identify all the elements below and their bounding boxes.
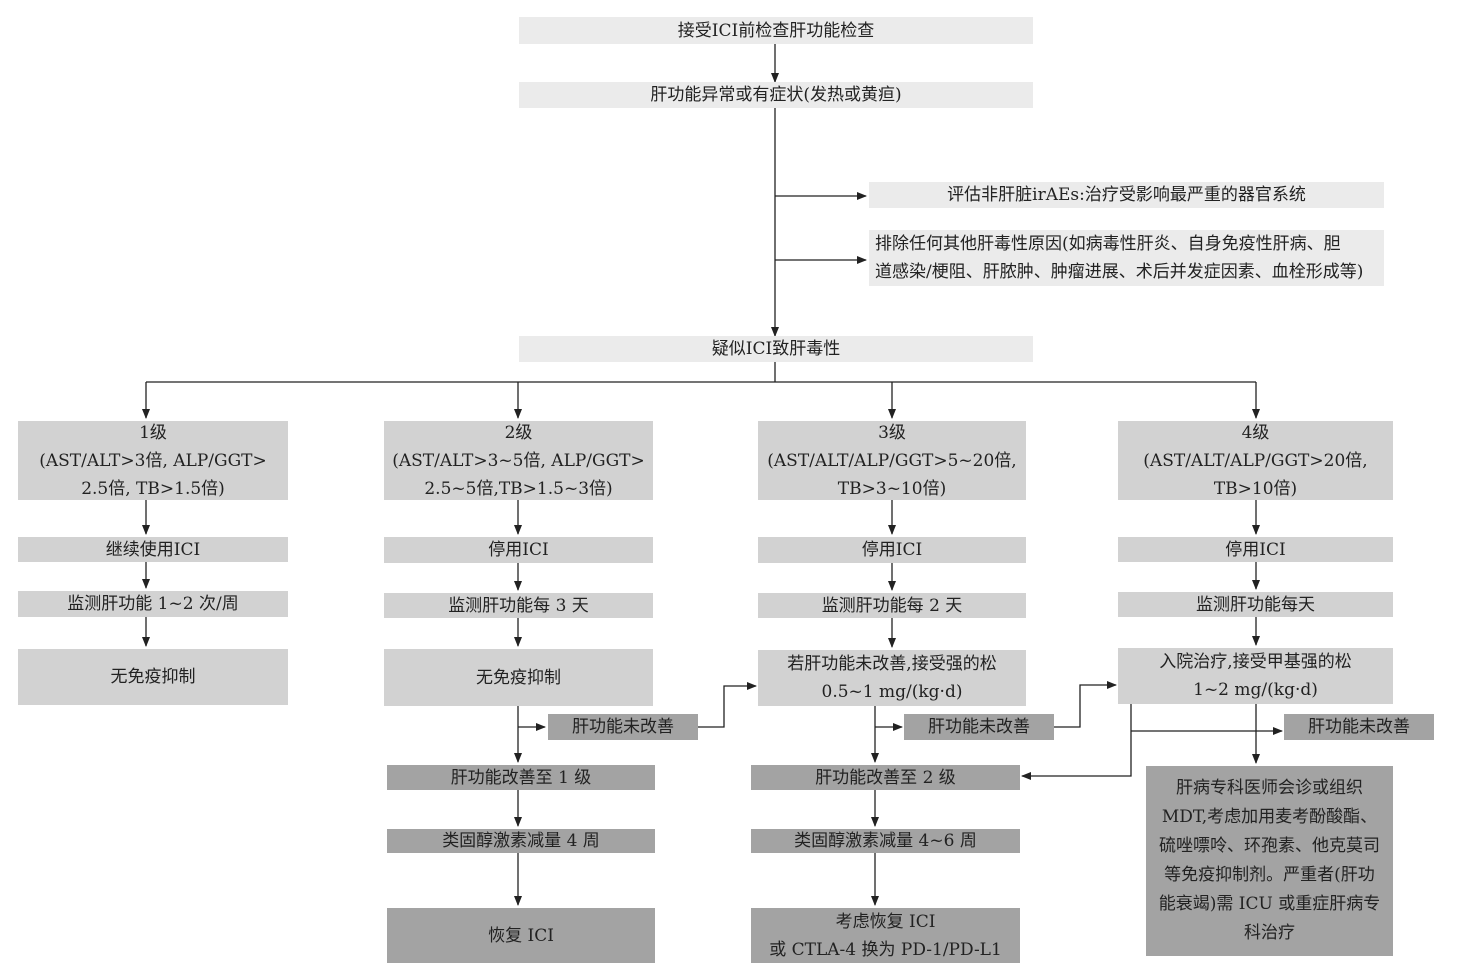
g2-resume-box: 恢复 ICI xyxy=(387,908,655,963)
g1-monitor-box: 监测肝功能 1~2 次/周 xyxy=(18,591,288,617)
abnormal-text: 肝功能异常或有症状(发热或黄疸) xyxy=(650,85,902,105)
g3-steroid-line1: 若肝功能未改善,接受强的松 xyxy=(787,654,997,674)
g2-action: 停用ICI xyxy=(488,540,549,560)
g2-immuno-box: 无免疫抑制 xyxy=(384,649,653,706)
g2-taper-box: 类固醇激素减量 4 周 xyxy=(387,829,655,853)
g2-title: 2级 xyxy=(504,422,533,443)
g4-criteria-box: 4级 (AST/ALT/ALP/GGT>20倍, TB>10倍) xyxy=(1118,421,1393,500)
g4-monitor: 监测肝功能每天 xyxy=(1196,594,1315,615)
g4-mdt-line3: 硫唑嘌呤、环孢素、他克莫司 xyxy=(1159,836,1380,856)
exclude-box: 排除任何其他肝毒性原因(如病毒性肝炎、自身免疫性肝病、胆 道感染/梗阻、肝脓肿、… xyxy=(869,230,1384,286)
g2-criteria-line2: 2.5~5倍,TB>1.5~3倍) xyxy=(424,478,613,499)
g2-criteria-line1: (AST/ALT>3~5倍, ALP/GGT> xyxy=(392,450,645,471)
g4-criteria-line2: TB>10倍) xyxy=(1213,478,1298,499)
g2-improved: 肝功能改善至 1 级 xyxy=(450,767,592,788)
g3-monitor-box: 监测肝功能每 2 天 xyxy=(758,593,1026,618)
g4-mdt-box: 肝病专科医师会诊或组织 MDT,考虑加用麦考酚酸酯、 硫唑嘌呤、环孢素、他克莫司… xyxy=(1146,766,1393,956)
g2-immuno: 无免疫抑制 xyxy=(476,667,561,688)
assess-text: 评估非肝脏irAEs:治疗受影响最严重的器官系统 xyxy=(947,185,1306,205)
g3-improved: 肝功能改善至 2 级 xyxy=(815,767,956,788)
g4-mdt-line5: 能衰竭)需 ICU 或重症肝病专 xyxy=(1158,894,1381,914)
g2-taper: 类固醇激素减量 4 周 xyxy=(442,831,600,851)
g3-action-box: 停用ICI xyxy=(758,537,1026,563)
g3-criteria-box: 3级 (AST/ALT/ALP/GGT>5~20倍, TB>3~10倍) xyxy=(758,421,1026,500)
g2-not-improved-box: 肝功能未改善 xyxy=(548,714,698,740)
g2-resume: 恢复 ICI xyxy=(488,925,554,946)
exclude-text-line2: 道感染/梗阻、肝脓肿、肿瘤进展、术后并发症因素、血栓形成等) xyxy=(875,262,1364,282)
g2-not-improved: 肝功能未改善 xyxy=(572,717,674,737)
g3-criteria-line2: TB>3~10倍) xyxy=(837,478,947,499)
g4-monitor-box: 监测肝功能每天 xyxy=(1118,592,1393,617)
g4-mdt-line1: 肝病专科医师会诊或组织 xyxy=(1176,778,1363,798)
g1-criteria-line1: (AST/ALT>3倍, ALP/GGT> xyxy=(39,450,267,471)
g3-not-improved-box: 肝功能未改善 xyxy=(904,714,1054,740)
g2-criteria-box: 2级 (AST/ALT>3~5倍, ALP/GGT> 2.5~5倍,TB>1.5… xyxy=(384,421,653,500)
g4-mdt-line2: MDT,考虑加用麦考酚酸酯、 xyxy=(1161,807,1378,827)
g3-title: 3级 xyxy=(878,422,906,443)
suspect-box: 疑似ICI致肝毒性 xyxy=(519,336,1033,362)
g4-mdt-line6: 科治疗 xyxy=(1244,923,1295,943)
precheck-box: 接受ICI前检查肝功能检查 xyxy=(519,17,1033,44)
g3-resume-line2: 或 CTLA-4 换为 PD-1/PD-L1 xyxy=(769,939,1002,960)
g4-hospital-box: 入院治疗,接受甲基强的松 1~2 mg/(kg·d) xyxy=(1118,648,1393,704)
g1-monitor: 监测肝功能 1~2 次/周 xyxy=(67,594,239,614)
g3-not-improved: 肝功能未改善 xyxy=(928,717,1030,737)
exclude-text-line1: 排除任何其他肝毒性原因(如病毒性肝炎、自身免疫性肝病、胆 xyxy=(875,234,1341,254)
g1-criteria-line2: 2.5倍, TB>1.5倍) xyxy=(81,478,225,499)
g4-action-box: 停用ICI xyxy=(1118,537,1393,562)
g4-not-improved: 肝功能未改善 xyxy=(1308,717,1410,737)
g1-criteria-box: 1级 (AST/ALT>3倍, ALP/GGT> 2.5倍, TB>1.5倍) xyxy=(18,421,288,500)
g2-action-box: 停用ICI xyxy=(384,537,653,563)
precheck-text: 接受ICI前检查肝功能检查 xyxy=(677,20,875,41)
g4-criteria-line1: (AST/ALT/ALP/GGT>20倍, xyxy=(1143,450,1368,471)
g1-immuno: 无免疫抑制 xyxy=(110,667,196,687)
g3-criteria-line1: (AST/ALT/ALP/GGT>5~20倍, xyxy=(767,450,1017,471)
g2-monitor: 监测肝功能每 3 天 xyxy=(448,595,589,616)
assess-box: 评估非肝脏irAEs:治疗受影响最严重的器官系统 xyxy=(869,182,1384,208)
g2-monitor-box: 监测肝功能每 3 天 xyxy=(384,593,653,618)
g4-hospital-line2: 1~2 mg/(kg·d) xyxy=(1193,680,1318,700)
g3-taper: 类固醇激素减量 4~6 周 xyxy=(794,831,977,851)
g2-improved-box: 肝功能改善至 1 级 xyxy=(387,765,655,790)
g3-improved-box: 肝功能改善至 2 级 xyxy=(751,765,1020,790)
g1-action-box: 继续使用ICI xyxy=(18,537,288,562)
g3-monitor: 监测肝功能每 2 天 xyxy=(821,595,963,616)
g4-title: 4级 xyxy=(1241,422,1270,443)
g1-title: 1级 xyxy=(139,422,167,443)
suspect-text: 疑似ICI致肝毒性 xyxy=(711,339,841,359)
abnormal-box: 肝功能异常或有症状(发热或黄疸) xyxy=(519,82,1033,108)
g4-action: 停用ICI xyxy=(1225,539,1286,560)
g3-steroid-box: 若肝功能未改善,接受强的松 0.5~1 mg/(kg·d) xyxy=(758,650,1026,706)
g3-taper-box: 类固醇激素减量 4~6 周 xyxy=(751,829,1020,853)
g3-resume-line1: 考虑恢复 ICI xyxy=(835,911,936,932)
g3-resume-box: 考虑恢复 ICI 或 CTLA-4 换为 PD-1/PD-L1 xyxy=(751,908,1020,963)
g4-hospital-line1: 入院治疗,接受甲基强的松 xyxy=(1159,652,1352,672)
g1-action: 继续使用ICI xyxy=(105,539,201,560)
g3-action: 停用ICI xyxy=(861,540,923,560)
g1-immuno-box: 无免疫抑制 xyxy=(18,649,288,705)
g4-mdt-line4: 等免疫抑制剂。严重者(肝功 xyxy=(1164,865,1375,885)
g3-steroid-line2: 0.5~1 mg/(kg·d) xyxy=(821,682,963,702)
g4-not-improved-box: 肝功能未改善 xyxy=(1284,714,1434,740)
